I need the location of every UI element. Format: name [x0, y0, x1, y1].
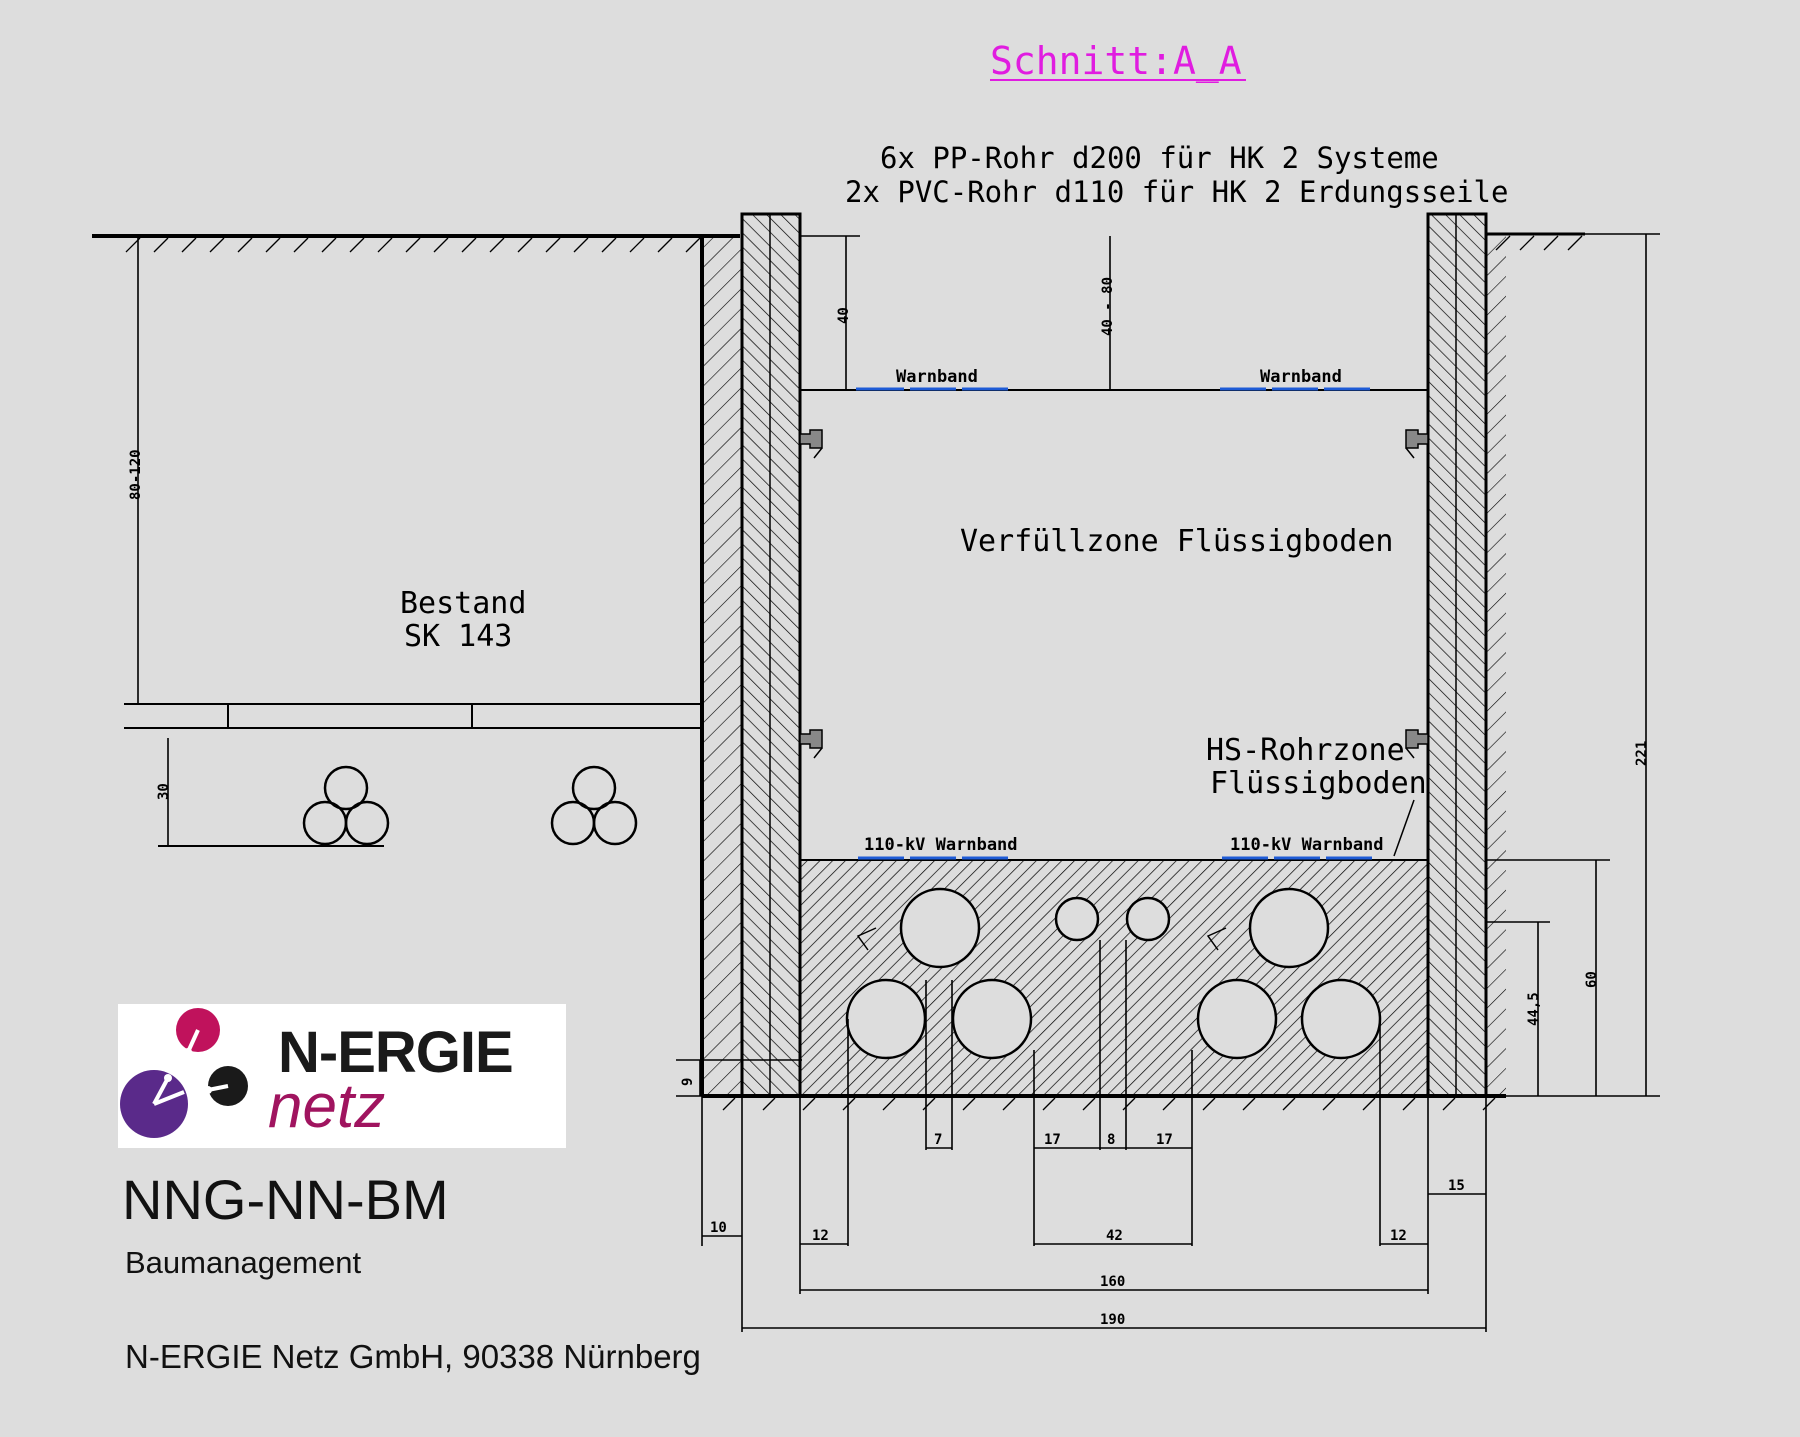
logo-mark-icon — [120, 1008, 248, 1138]
ground-hatch-left — [125, 237, 701, 253]
dim-edge-left: 12 — [812, 1228, 829, 1244]
pipe-zone-label-line-2: Flüssigboden — [1210, 766, 1427, 801]
dim-wall-thickness: 15 — [1448, 1178, 1465, 1194]
org-department: Baumanagement — [125, 1245, 362, 1280]
section-title: Schnitt:A_A — [990, 39, 1242, 84]
existing-structure-label-line-2: SK 143 — [404, 619, 512, 654]
pipe-d200-2 — [845, 978, 927, 1060]
dim-existing-depth: 80-120 — [128, 449, 144, 500]
dim-total-depth: 221 — [1634, 741, 1650, 766]
pipe-note-line-1: 6x PP-Rohr d200 für HK 2 Systeme — [880, 141, 1439, 175]
dim-edge-right: 12 — [1390, 1228, 1407, 1244]
trench-bottom-hatch — [722, 1097, 1496, 1111]
company-logo: N-ERGIE netz — [118, 1004, 566, 1148]
dim-pipe-center-height: 44,5 — [1526, 992, 1542, 1026]
dim-pipe-group-width: 42 — [1106, 1228, 1123, 1244]
dim-outer-width: 190 — [1100, 1312, 1125, 1328]
pipe-zone-leader — [1393, 799, 1415, 857]
wall-bracket-icons — [799, 429, 1429, 759]
dim-gap-right: 17 — [1156, 1132, 1173, 1148]
pipe-d200-5 — [1196, 978, 1278, 1060]
dim-wall-offset: 10 — [710, 1220, 727, 1236]
logo-wordmark-line-2: netz — [268, 1072, 386, 1141]
pipe-zone-label-line-1: HS-Rohrzone — [1206, 733, 1405, 768]
trench-wall-right — [1426, 212, 1488, 1098]
dim-pipe-gap: 7 — [934, 1132, 942, 1148]
warning-tape-upper-left-label: Warnband — [896, 367, 978, 387]
ground-hatch-right — [1495, 235, 1583, 251]
dim-cover-left: 40 — [836, 307, 852, 324]
existing-cables-left — [302, 765, 390, 846]
pipe-d200-6 — [1300, 978, 1382, 1060]
soil-strip-right — [1486, 234, 1506, 1096]
pipe-d200-4 — [1248, 887, 1330, 969]
org-unit-code: NNG-NN-BM — [122, 1168, 449, 1231]
pipe-zone-fill — [800, 860, 1428, 1096]
warning-tape-lower-right-label: 110-kV Warnband — [1230, 835, 1384, 855]
pipe-d200-1 — [899, 887, 981, 969]
dim-cover-center: 40 - 80 — [1100, 277, 1116, 336]
warning-tape-upper-right-label: Warnband — [1260, 367, 1342, 387]
warning-tape-lower-left-label: 110-kV Warnband — [864, 835, 1018, 855]
existing-structure-label-line-1: Bestand — [400, 586, 526, 621]
dimension-lines — [137, 233, 1660, 1332]
pipe-d200-3 — [951, 978, 1033, 1060]
pipe-d110-2 — [1125, 896, 1171, 942]
pipe-spacer-marks — [856, 927, 1227, 951]
logo-wordmark-line-1: N-ERGIE — [278, 1020, 514, 1085]
pipe-note-line-2: 2x PVC-Rohr d110 für HK 2 Erdungsseile — [845, 175, 1508, 209]
pipe-d110-1 — [1054, 896, 1100, 942]
backfill-zone-label: Verfüllzone Flüssigboden — [960, 524, 1393, 559]
org-address: N-ERGIE Netz GmbH, 90338 Nürnberg — [125, 1338, 701, 1375]
grounding-pipes-d110 — [1054, 896, 1171, 942]
existing-cables-right — [550, 765, 638, 846]
dim-bottom-bed: 9 — [680, 1078, 696, 1086]
dim-pipe-zone-height: 60 — [1584, 971, 1600, 988]
soil-strip-left — [702, 236, 742, 1096]
dim-gap-left: 17 — [1044, 1132, 1061, 1148]
dim-inner-width: 160 — [1100, 1274, 1125, 1290]
dim-existing-spacing: 30 — [156, 783, 172, 800]
dim-gap-mid: 8 — [1107, 1132, 1115, 1148]
hv-pipes-d200 — [845, 887, 1382, 1060]
trench-wall-left — [740, 212, 802, 1098]
